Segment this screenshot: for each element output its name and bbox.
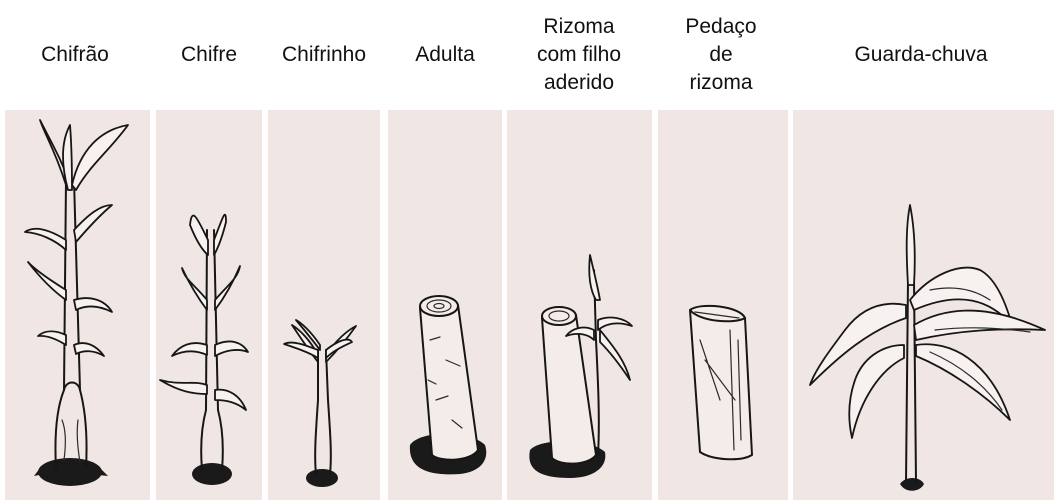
label-chifrao: Chifrão bbox=[41, 43, 109, 66]
label-adulta: Adulta bbox=[415, 43, 475, 66]
label-pedaco-de-rizoma: Pedaço de rizoma bbox=[685, 15, 757, 94]
panel-chifrinho bbox=[268, 110, 380, 500]
label-chifre: Chifre bbox=[180, 43, 238, 66]
adulta-rhizome-drawing bbox=[409, 295, 487, 475]
rizoma-com-filho-drawing bbox=[529, 254, 633, 478]
label-guarda-chuva: Guarda-chuva bbox=[854, 43, 988, 66]
label-chifrinho: Chifrinho bbox=[281, 43, 367, 66]
panel-chifre bbox=[156, 110, 262, 500]
chifre-plant-drawing bbox=[159, 213, 249, 485]
chifrinho-plant-drawing bbox=[283, 319, 357, 487]
chifrao-plant-drawing bbox=[24, 119, 129, 486]
guarda-chuva-plant-drawing bbox=[809, 204, 1046, 491]
label-rizoma-com-filho: Rizoma com filho aderido bbox=[536, 15, 622, 94]
pedaco-de-rizoma-drawing bbox=[689, 304, 753, 461]
